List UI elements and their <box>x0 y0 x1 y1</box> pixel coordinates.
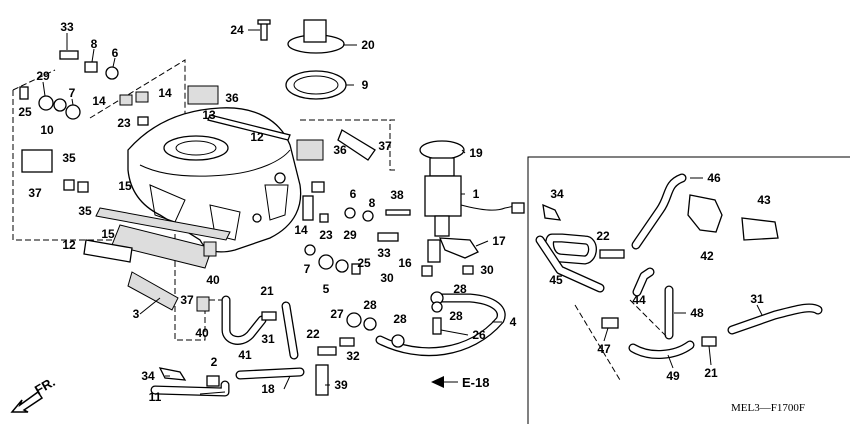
left-fasteners <box>19 50 149 126</box>
callout-34: 34 <box>550 187 564 201</box>
callout-21: 21 <box>704 366 718 380</box>
callout-26: 26 <box>472 328 486 342</box>
hose-group <box>535 173 823 359</box>
callout-16: 16 <box>398 256 412 270</box>
callout-3: 3 <box>133 307 140 321</box>
callout-47: 47 <box>597 342 611 356</box>
callout-23: 23 <box>117 116 131 130</box>
callout-35: 35 <box>78 204 92 218</box>
fuel-pump-opening <box>163 135 229 161</box>
callout-28: 28 <box>453 282 467 296</box>
callout-30: 30 <box>480 263 494 277</box>
callout-19: 19 <box>469 146 483 160</box>
ref-mark: E-18 <box>462 375 489 390</box>
callout-4: 4 <box>510 315 517 329</box>
leader-lines <box>42 29 763 395</box>
callout-14: 14 <box>158 86 172 100</box>
callout-37: 37 <box>378 139 392 153</box>
callout-27: 27 <box>330 307 344 321</box>
callout-22: 22 <box>596 229 610 243</box>
diagram-code: MEL3—F1700F <box>731 402 805 414</box>
callout-5: 5 <box>323 282 330 296</box>
pads <box>21 85 376 312</box>
callout-38: 38 <box>390 188 404 202</box>
callout-28: 28 <box>449 309 463 323</box>
callout-25: 25 <box>357 256 371 270</box>
callout-43: 43 <box>757 193 771 207</box>
callout-28: 28 <box>393 312 407 326</box>
callout-46: 46 <box>707 171 721 185</box>
ref-mark-group: E-18 <box>431 375 489 390</box>
callout-11: 11 <box>149 390 162 404</box>
callout-33: 33 <box>60 20 74 34</box>
callout-21: 21 <box>260 284 274 298</box>
callout-10: 10 <box>40 123 54 137</box>
callout-42: 42 <box>700 249 714 263</box>
callout-24: 24 <box>230 23 244 37</box>
callout-31: 31 <box>750 292 764 306</box>
callout-12: 12 <box>62 238 76 252</box>
callout-17: 17 <box>492 234 506 248</box>
callout-12: 12 <box>250 130 264 144</box>
callout-33: 33 <box>377 246 391 260</box>
callout-7: 7 <box>69 86 76 100</box>
front-arrow-icon: FR. <box>10 374 58 413</box>
callout-2: 2 <box>211 355 218 369</box>
callout-32: 32 <box>346 349 360 363</box>
callout-8: 8 <box>369 196 376 210</box>
callout-48: 48 <box>690 306 704 320</box>
callout-6: 6 <box>112 46 119 60</box>
callout-8: 8 <box>91 37 98 51</box>
callout-9: 9 <box>362 78 369 92</box>
callout-36: 36 <box>333 143 347 157</box>
callout-29: 29 <box>343 228 357 242</box>
callout-45: 45 <box>549 273 563 287</box>
pump-cap-parts <box>257 19 347 100</box>
callout-37: 37 <box>180 293 194 307</box>
callout-7: 7 <box>304 262 311 276</box>
callout-34: 34 <box>141 369 155 383</box>
callout-28: 28 <box>363 298 377 312</box>
callout-31: 31 <box>261 332 275 346</box>
callout-23: 23 <box>319 228 333 242</box>
callout-29: 29 <box>36 69 50 83</box>
callout-6: 6 <box>350 187 357 201</box>
callout-44: 44 <box>632 293 646 307</box>
callout-41: 41 <box>238 348 252 362</box>
callout-35: 35 <box>62 151 76 165</box>
pump-fasteners <box>304 207 474 277</box>
callout-15: 15 <box>101 227 115 241</box>
callout-22: 22 <box>306 327 320 341</box>
callout-14: 14 <box>92 94 106 108</box>
callout-13: 13 <box>202 108 216 122</box>
callout-15: 15 <box>118 179 132 193</box>
callout-40: 40 <box>206 273 220 287</box>
callout-1: 1 <box>473 187 480 201</box>
callout-37: 37 <box>28 186 42 200</box>
fuel-pump-bracket <box>438 237 479 259</box>
callout-39: 39 <box>334 378 348 392</box>
callout-49: 49 <box>666 369 680 383</box>
callout-14: 14 <box>294 223 308 237</box>
callout-18: 18 <box>261 382 275 396</box>
callout-36: 36 <box>225 91 239 105</box>
fuel-pump-assembly <box>419 140 525 259</box>
callout-20: 20 <box>361 38 375 52</box>
fuel-lines <box>150 291 506 397</box>
hose-group-frame <box>527 156 850 424</box>
callout-30: 30 <box>380 271 394 285</box>
callout-40: 40 <box>195 326 209 340</box>
callout-25: 25 <box>18 105 32 119</box>
